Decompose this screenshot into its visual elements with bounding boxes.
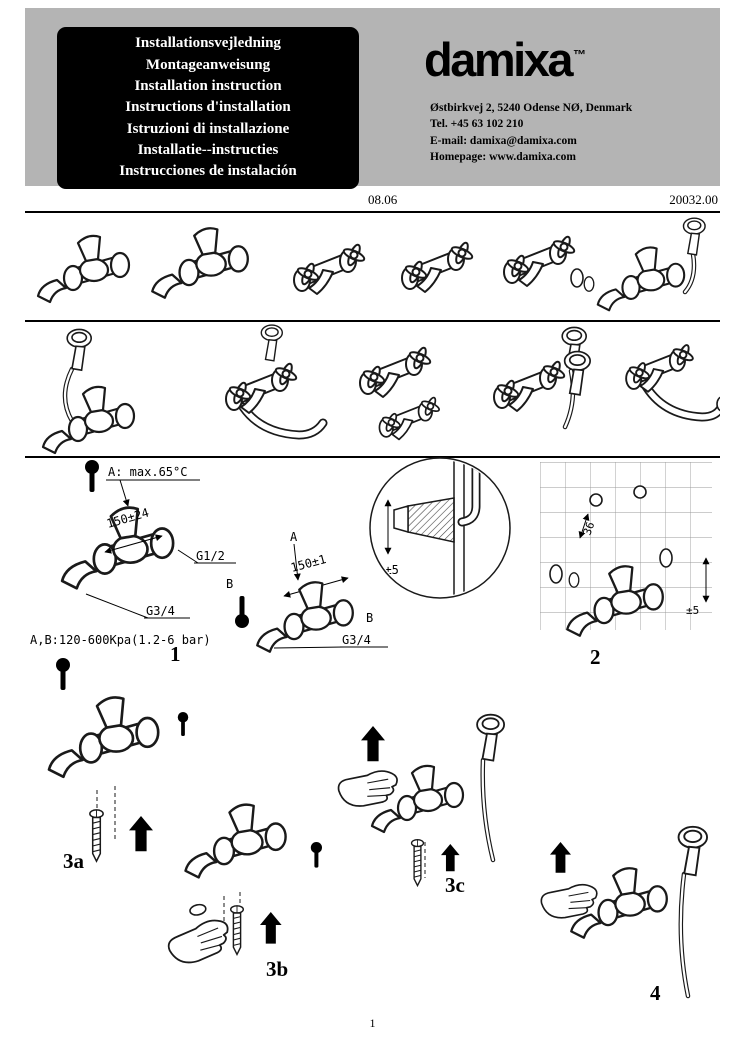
document-date: 08.06 <box>368 192 398 207</box>
installation-diagram-2: 36±5 36 ±5 2 <box>369 457 712 669</box>
page-number: 1 <box>369 1016 376 1030</box>
up-arrow-icon <box>129 816 153 852</box>
address-email: E-mail: damixa@damixa.com <box>430 134 577 147</box>
title-german: Montageanweisung <box>145 56 271 73</box>
installation-diagram-1b: A 150±1 B G3/4 <box>256 530 388 653</box>
title-danish: Installationsvejledning <box>135 35 281 52</box>
step-3a-number: 3a <box>63 849 85 873</box>
company-address: Østbirkvej 2, 5240 Odense NØ, Denmark Te… <box>430 100 632 165</box>
hot-water-pin-icon <box>85 460 99 492</box>
faucet-front-view <box>256 581 354 653</box>
divider-rule-1 <box>25 211 720 213</box>
divider-rule-2 <box>25 320 720 322</box>
wall-section-inset: 36±5 <box>369 457 511 599</box>
faucet-cross-illustration <box>292 239 370 295</box>
up-arrow-icon <box>441 844 460 872</box>
hand-icon <box>337 770 398 807</box>
step-3b-number: 3b <box>266 957 288 981</box>
language-title-box: Installationsvejledning Montageanweisung… <box>57 27 359 189</box>
hand-with-part <box>164 903 234 968</box>
pressure-range-label: A,B:120-600Kpa(1.2-6 bar) <box>30 633 211 647</box>
title-spanish: Instrucciones de instalación <box>119 163 297 180</box>
mounting-screw-icon <box>410 839 425 887</box>
title-french: Instructions d'installation <box>125 99 291 116</box>
installation-diagram-1: A: max.65°C 150±24 G1/2 B G3/4 A,B:120-6… <box>30 460 249 662</box>
document-number: 20032.00 <box>669 192 718 207</box>
inlet-thread-label: G1/2 <box>196 549 225 563</box>
tiled-wall-view: 36 ±5 <box>540 462 712 637</box>
faucet-lever-illustration <box>151 227 249 299</box>
hand-shower-illustration <box>677 825 708 999</box>
trademark-symbol: ™ <box>572 47 586 63</box>
cold-water-label: B <box>226 577 233 591</box>
outlet-thread-label: G3/4 <box>146 604 175 618</box>
step-3c-illustration: 3c <box>337 713 506 897</box>
up-arrow-icon <box>260 912 282 944</box>
pipe-stub-dimension: 36 <box>581 520 598 537</box>
faucet-cross-illustration <box>400 237 478 293</box>
hot-label-a: A <box>290 530 298 544</box>
title-dutch: Installatie--instructies <box>137 141 279 158</box>
hand-icon <box>540 883 598 919</box>
step-1-number: 1 <box>170 642 181 662</box>
faucet-cross-illustration <box>358 342 436 398</box>
step-4-illustration: 4 <box>540 825 708 1005</box>
step-4-number: 4 <box>650 981 661 1005</box>
faucet-cross-parts-illustration <box>502 231 595 292</box>
product-row-1 <box>36 217 706 312</box>
up-arrow-icon <box>550 842 571 873</box>
address-street: Østbirkvej 2, 5240 Odense NØ, Denmark <box>430 102 633 114</box>
wall-mixer-long-spout-illustration <box>624 340 720 422</box>
brand-name: damixa <box>424 33 573 86</box>
faucet-cross-illustration <box>378 393 444 441</box>
address-homepage: Homepage: www.damixa.com <box>430 150 576 163</box>
faucet-illustration <box>184 803 287 879</box>
cold-water-pin-icon <box>177 712 189 736</box>
faucet-shower-set-illustration <box>596 217 706 312</box>
title-english: Installation instruction <box>134 78 282 95</box>
up-arrow-icon <box>361 726 385 762</box>
faucet-illustration <box>47 696 160 779</box>
cold-water-pin-icon <box>310 842 322 868</box>
hand-shower-illustration <box>563 350 592 396</box>
divider-rule-3 <box>25 456 720 458</box>
hand-shower-illustration <box>476 713 506 863</box>
title-italian: Istruzioni di installazione <box>126 120 290 137</box>
bath-cross-mixer-shower-illustration <box>492 326 588 430</box>
product-row-2 <box>41 324 720 455</box>
max-temp-label: A: max.65°C <box>108 465 187 479</box>
faucet-lever-illustration <box>36 234 131 304</box>
step-3c-number: 3c <box>445 873 465 897</box>
mounting-screw-icon <box>89 809 104 862</box>
outlet-thread-label-2: G3/4 <box>342 633 371 647</box>
hot-water-pin-icon <box>56 658 70 690</box>
address-phone: Tel. +45 63 102 210 <box>430 118 524 131</box>
cold-label-b: B <box>366 611 373 625</box>
mixer-long-spout-shower-illustration <box>224 324 328 440</box>
bath-mixer-shower-illustration <box>41 328 136 455</box>
step-3a-illustration: 3a <box>47 658 189 873</box>
step-3b-illustration: 3b <box>164 803 322 981</box>
mounting-screw-icon <box>229 905 245 956</box>
step-2-number: 2 <box>590 645 601 669</box>
tolerance-label: ±5 <box>686 604 699 617</box>
